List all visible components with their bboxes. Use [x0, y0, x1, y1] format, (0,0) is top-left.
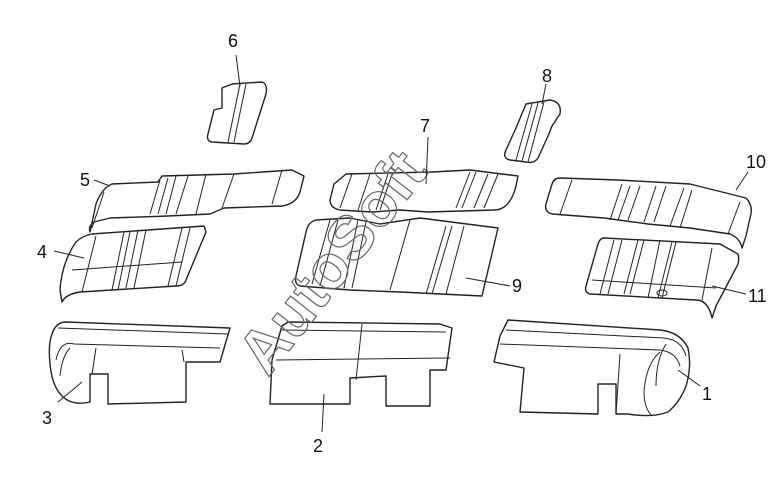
leader-2 [321, 393, 325, 433]
part-11 [584, 237, 740, 319]
callout-3: 3 [42, 408, 52, 428]
leader-6 [235, 54, 241, 87]
leader-10 [735, 171, 749, 191]
part-9 [294, 217, 499, 297]
part-5 [88, 169, 305, 233]
callout-8: 8 [542, 66, 552, 86]
leader-1 [677, 369, 701, 387]
callout-11: 11 [748, 286, 767, 306]
part-3 [48, 321, 231, 405]
leader-5 [93, 179, 111, 187]
callout-numbers: 1 2 3 4 5 6 7 8 9 10 11 [37, 31, 767, 456]
leader-9 [465, 277, 511, 287]
part-1 [493, 319, 691, 417]
part-6 [206, 81, 268, 145]
part-7 [329, 169, 519, 213]
part-4 [59, 225, 207, 303]
leader-7 [425, 136, 429, 185]
part-8 [503, 99, 561, 164]
leader-11 [711, 285, 747, 295]
callout-5: 5 [80, 170, 90, 190]
callout-10: 10 [746, 152, 766, 172]
callout-1: 1 [702, 384, 712, 404]
part-2 [269, 321, 453, 407]
leader-3 [57, 381, 83, 403]
leader-8 [541, 83, 547, 105]
callout-2: 2 [313, 436, 323, 456]
callout-4: 4 [37, 242, 47, 262]
callout-9: 9 [512, 276, 522, 296]
leader-4 [53, 250, 85, 259]
callout-6: 6 [228, 31, 238, 51]
part-10 [544, 177, 753, 249]
leader-lines [53, 54, 749, 433]
callout-7: 7 [420, 116, 430, 136]
